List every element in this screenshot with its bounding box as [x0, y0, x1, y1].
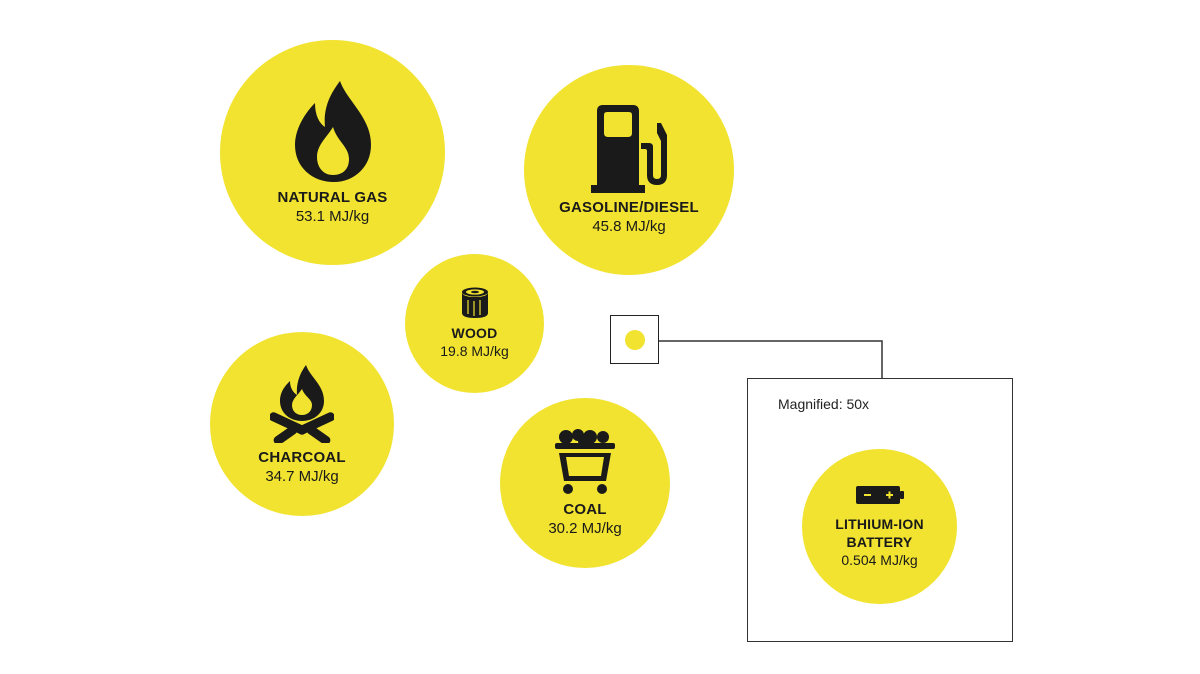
scale-reference-box [610, 315, 659, 364]
fuel-energy-value: 30.2 MJ/kg [548, 519, 622, 537]
fuel-energy-value: 0.504 MJ/kg [841, 552, 918, 568]
coal-bubble: COAL 30.2 MJ/kg [500, 398, 670, 568]
gasoline-diesel-bubble: GASOLINE/DIESEL 45.8 MJ/kg [524, 65, 734, 275]
lithium-ion-bubble: LITHIUM-ION BATTERY 0.504 MJ/kg [802, 449, 957, 604]
fuel-name: GASOLINE/DIESEL [559, 198, 699, 216]
natural-gas-bubble: NATURAL GAS 53.1 MJ/kg [220, 40, 445, 265]
fuel-energy-value: 45.8 MJ/kg [592, 217, 666, 235]
fuel-energy-value: 34.7 MJ/kg [265, 467, 339, 485]
charcoal-bubble: CHARCOAL 34.7 MJ/kg [210, 332, 394, 516]
magnification-label: Magnified: 50x [778, 396, 870, 412]
lithium-ion-actual-size-dot [625, 330, 645, 350]
fuel-name-line1: LITHIUM-ION [835, 516, 924, 532]
fuel-name: CHARCOAL [258, 448, 346, 466]
coal-cart-icon [555, 428, 615, 494]
fuel-energy-value: 19.8 MJ/kg [440, 343, 509, 359]
log-icon [461, 287, 488, 318]
wood-bubble: WOOD 19.8 MJ/kg [405, 254, 544, 393]
battery-icon [855, 486, 904, 504]
fuel-energy-value: 53.1 MJ/kg [295, 208, 370, 225]
campfire-icon [270, 364, 334, 443]
fuel-name-line2: BATTERY [846, 534, 913, 550]
fuel-name: COAL [563, 500, 607, 518]
fuel-pump-icon [591, 104, 667, 193]
fuel-name: WOOD [451, 325, 498, 341]
flame-icon [294, 81, 371, 182]
fuel-name: NATURAL GAS [277, 189, 388, 206]
